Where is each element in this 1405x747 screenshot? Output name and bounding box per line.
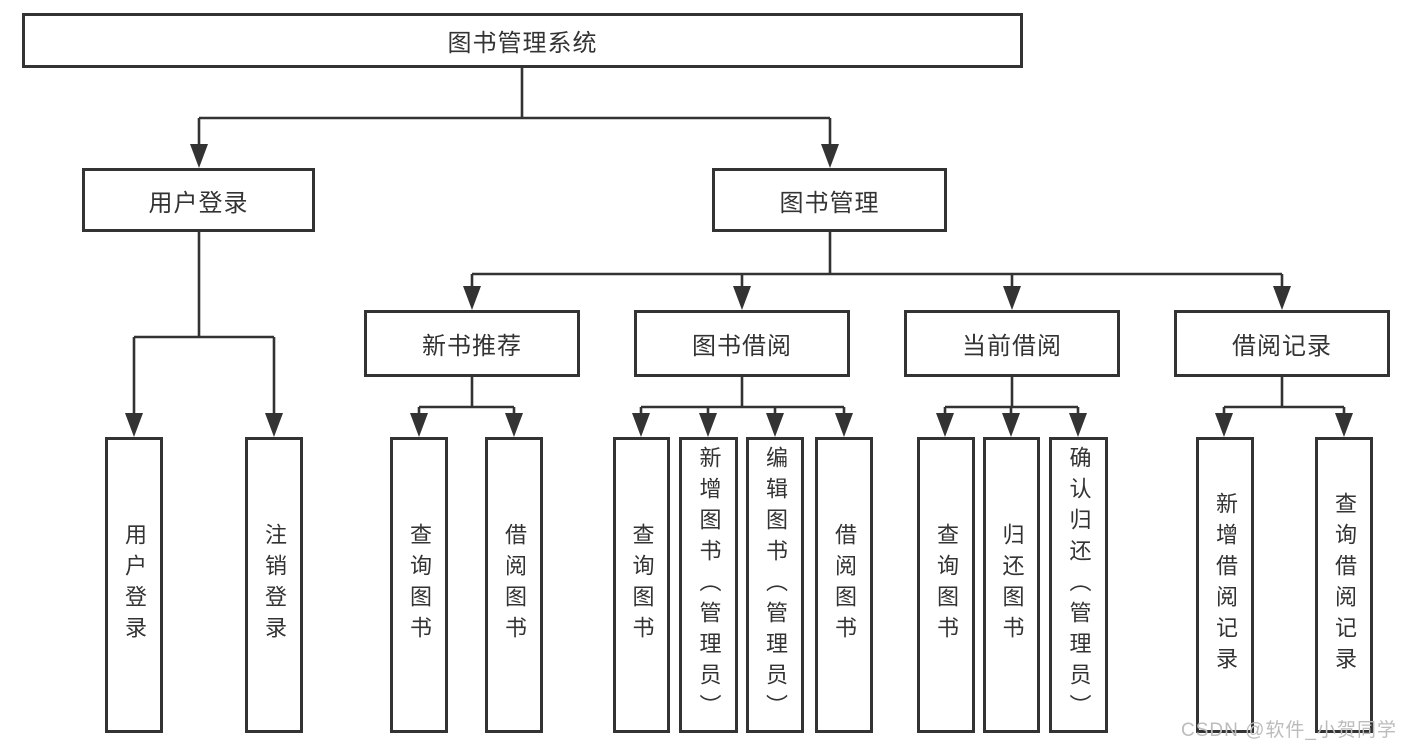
node-leaf-return-book: 归还图书 — [983, 437, 1040, 733]
node-leaf-confirm-return-admin-label: 确认归还（管理员） — [1066, 445, 1092, 725]
node-book-management-label: 图书管理 — [779, 189, 880, 217]
node-leaf-user-login-label: 用户登录 — [122, 523, 147, 647]
node-user-login: 用户登录 — [82, 168, 315, 232]
node-leaf-query-borrow-record: 查询借阅记录 — [1315, 437, 1373, 733]
node-current-borrow: 当前借阅 — [904, 310, 1120, 377]
node-book-borrow: 图书借阅 — [634, 310, 850, 377]
node-leaf-borrow-book-label: 借阅图书 — [832, 523, 857, 647]
node-leaf-confirm-return-admin: 确认归还（管理员） — [1049, 437, 1108, 733]
node-leaf-user-login: 用户登录 — [105, 437, 163, 733]
node-current-borrow-label: 当前借阅 — [962, 333, 1062, 360]
node-new-book-recommend: 新书推荐 — [364, 310, 580, 377]
node-leaf-borrow-query-book: 查询图书 — [613, 437, 670, 733]
node-leaf-borrow-query-book-label: 查询图书 — [629, 523, 655, 647]
node-leaf-add-borrow-record-label: 新增借阅记录 — [1213, 492, 1238, 678]
node-leaf-recommend-borrow-book: 借阅图书 — [485, 437, 543, 733]
node-leaf-recommend-query-book: 查询图书 — [390, 437, 448, 733]
node-book-management: 图书管理 — [712, 168, 947, 232]
node-leaf-return-book-label: 归还图书 — [999, 523, 1025, 647]
csdn-watermark: CSDN @软件_小贺同学 — [1181, 720, 1397, 741]
node-root-label: 图书管理系统 — [447, 30, 598, 57]
node-leaf-current-query-book: 查询图书 — [917, 437, 975, 733]
node-leaf-edit-book-admin: 编辑图书（管理员） — [746, 437, 804, 733]
node-book-borrow-label: 图书借阅 — [692, 333, 792, 360]
node-leaf-query-borrow-record-label: 查询借阅记录 — [1332, 492, 1357, 678]
node-leaf-current-query-book-label: 查询图书 — [934, 523, 959, 647]
arrowhead-icons — [125, 144, 1353, 437]
node-new-book-recommend-label: 新书推荐 — [422, 333, 522, 360]
node-leaf-logout: 注销登录 — [245, 437, 303, 733]
node-leaf-add-book-admin-label: 新增图书（管理员） — [696, 445, 722, 725]
node-user-login-label: 用户登录 — [148, 189, 249, 217]
node-leaf-borrow-book: 借阅图书 — [815, 437, 873, 733]
node-leaf-recommend-query-book-label: 查询图书 — [407, 523, 432, 647]
node-leaf-add-book-admin: 新增图书（管理员） — [679, 437, 738, 733]
node-borrow-record: 借阅记录 — [1174, 310, 1390, 377]
node-leaf-recommend-borrow-book-label: 借阅图书 — [502, 523, 527, 647]
node-leaf-edit-book-admin-label: 编辑图书（管理员） — [763, 445, 788, 725]
node-root: 图书管理系统 — [22, 13, 1023, 68]
node-leaf-add-borrow-record: 新增借阅记录 — [1196, 437, 1254, 733]
node-leaf-logout-label: 注销登录 — [262, 523, 287, 647]
node-borrow-record-label: 借阅记录 — [1232, 333, 1332, 360]
